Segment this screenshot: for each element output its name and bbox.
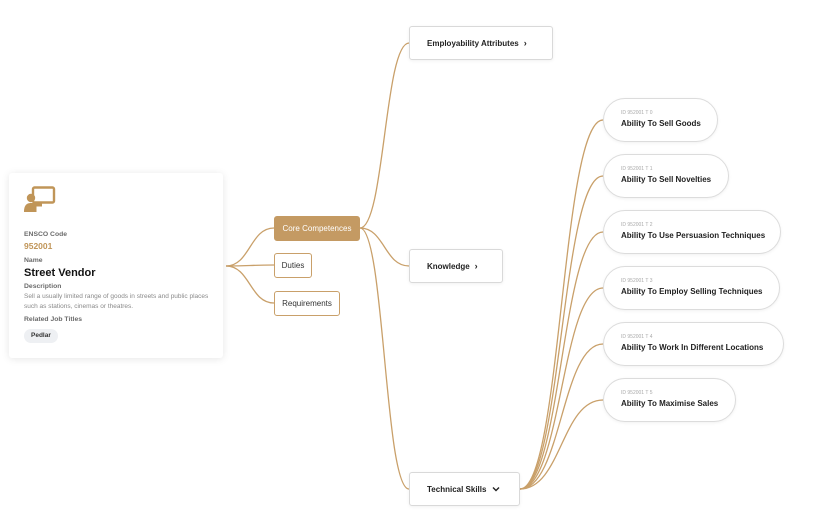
connector-skill-5	[519, 399, 604, 490]
presenter-board-icon	[24, 186, 56, 212]
occupation-description: Sell a usually limited range of goods in…	[24, 293, 209, 310]
skill-name: Ability To Maximise Sales	[621, 399, 719, 408]
skill-id: ID 952001 T 2	[621, 222, 653, 228]
skill-id: ID 952001 T 4	[621, 334, 653, 340]
branch-requirements[interactable]: Requirements	[274, 291, 340, 316]
skill-name: Ability To Sell Novelties	[621, 175, 712, 184]
connector-skill-4	[519, 343, 604, 490]
branch-core-competences[interactable]: Core Competences	[274, 216, 360, 241]
skill-item[interactable]: ID 952001 T 1 Ability To Sell Novelties	[603, 154, 729, 198]
skill-id: ID 952001 T 1	[621, 166, 653, 172]
chevron-down-icon	[492, 487, 500, 492]
skill-item[interactable]: ID 952001 T 0 Ability To Sell Goods	[603, 98, 718, 142]
occupation-name: Street Vendor	[24, 267, 96, 279]
skill-name: Ability To Employ Selling Techniques	[621, 287, 763, 296]
related-titles-label: Related Job Titles	[24, 316, 83, 323]
description-label: Description	[24, 283, 62, 290]
section-label: Employability Attributes	[427, 38, 519, 48]
connector-skill-3	[519, 287, 604, 490]
skill-id: ID 952001 T 5	[621, 390, 653, 396]
section-label: Technical Skills	[427, 484, 487, 494]
skill-item[interactable]: ID 952001 T 2 Ability To Use Persuasion …	[603, 210, 781, 254]
section-technical-skills[interactable]: Technical Skills	[409, 472, 520, 506]
branch-duties[interactable]: Duties	[274, 253, 312, 278]
chevron-right-icon: ›	[474, 261, 478, 271]
skill-id: ID 952001 T 3	[621, 278, 653, 284]
connector-core	[225, 227, 275, 267]
code-value: 952001	[24, 241, 53, 251]
code-label: ENSCO Code	[24, 231, 68, 238]
name-label: Name	[24, 257, 43, 264]
section-employability-attributes[interactable]: Employability Attributes ›	[409, 26, 553, 60]
skill-item[interactable]: ID 952001 T 5 Ability To Maximise Sales	[603, 378, 736, 422]
chevron-right-icon: ›	[523, 38, 527, 48]
related-title-tag[interactable]: Pedlar	[24, 329, 58, 343]
skill-name: Ability To Work In Different Locations	[621, 343, 764, 352]
connector-requirements	[225, 265, 275, 304]
section-knowledge[interactable]: Knowledge ›	[409, 249, 503, 283]
skill-name: Ability To Use Persuasion Techniques	[621, 231, 766, 240]
connector-duties	[225, 264, 275, 267]
connector-skill-0	[519, 119, 604, 490]
connector-employability	[359, 42, 410, 229]
skill-id: ID 952001 T 0	[621, 110, 653, 116]
section-label: Knowledge	[427, 261, 470, 271]
skill-name: Ability To Sell Goods	[621, 119, 701, 128]
connector-technical	[359, 227, 410, 490]
occupation-card: ENSCO Code 952001 Name Street Vendor Des…	[9, 173, 223, 358]
connector-skill-1	[519, 175, 604, 490]
connector-skill-2	[519, 231, 604, 490]
connector-knowledge	[359, 227, 410, 267]
skill-item[interactable]: ID 952001 T 3 Ability To Employ Selling …	[603, 266, 780, 310]
skill-item[interactable]: ID 952001 T 4 Ability To Work In Differe…	[603, 322, 784, 366]
